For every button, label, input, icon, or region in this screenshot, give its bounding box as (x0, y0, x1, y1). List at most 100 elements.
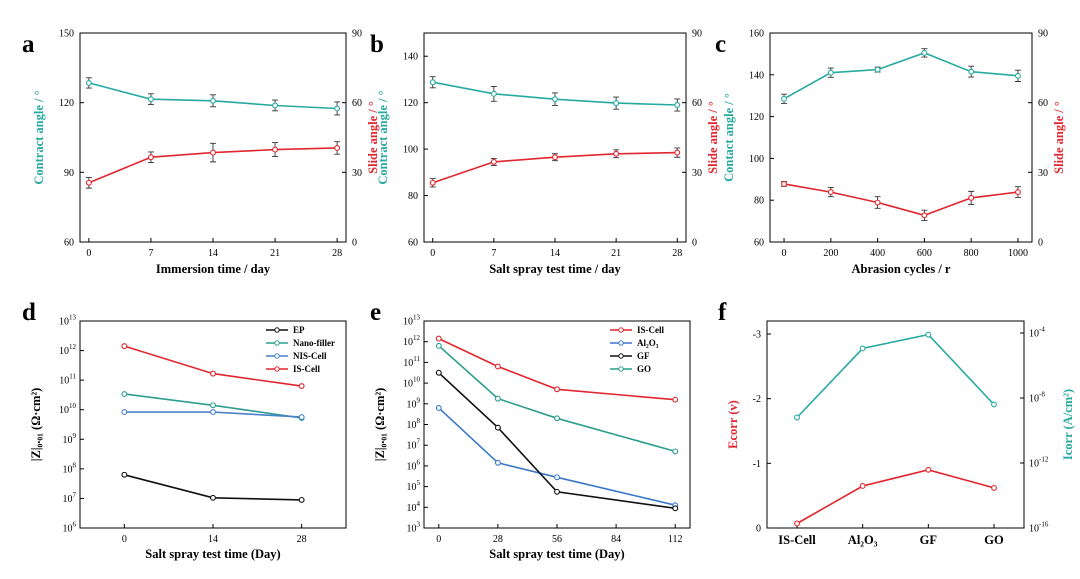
y-tick-label-b: 60 (408, 238, 418, 249)
series-d-1-point (210, 402, 216, 409)
series-e-0-point (494, 363, 501, 370)
series-c-1-line (783, 183, 1019, 217)
series-d-0-point (298, 496, 305, 503)
series-a-0-point (210, 97, 216, 104)
x-tick-label-e: 56 (552, 534, 562, 545)
series-f-1-point (794, 414, 800, 421)
y-tick-label-d: 1013 (59, 314, 77, 328)
series-f-1-point (925, 331, 932, 338)
x-tick-label-b: 7 (491, 248, 496, 259)
series-d-0-point (210, 494, 216, 501)
y-tick-label-e: 107 (407, 438, 421, 452)
y2-tick-label-a: 30 (352, 168, 362, 179)
series-e-1-point (554, 474, 560, 481)
y-tick-label-d: 108 (63, 461, 77, 475)
y2-axis-label-b: Slide angle / ° (706, 101, 720, 174)
legend-marker (274, 353, 280, 359)
y-axis-label-b: Contract angle / ° (376, 90, 390, 184)
y2-tick-label-b: 90 (692, 29, 702, 40)
x-tick-label-e: 112 (668, 534, 683, 545)
y2-tick-label-b: 60 (692, 98, 702, 109)
panel-f-frame (766, 320, 1025, 529)
series-d-3-point (210, 370, 216, 377)
series-d-2-point (298, 414, 305, 421)
series-c-0-point (921, 49, 928, 56)
x-tick-label-b: 14 (550, 248, 560, 259)
legend-marker (618, 353, 624, 359)
y-tick-label-e: 105 (407, 479, 421, 493)
series-a-0-point (85, 79, 92, 86)
y-tick-label-c: 120 (749, 112, 764, 123)
y-tick-label-d: 1011 (59, 373, 76, 387)
series-c-1-point (827, 189, 834, 196)
series-d-1-point (121, 391, 128, 397)
x-axis-label-a: Immersion time / day (156, 262, 271, 276)
x-tick-label-b: 0 (430, 248, 435, 259)
y-axis-label-c: Contact angle / ° (722, 93, 736, 182)
y-tick-label-e: 1013 (403, 314, 421, 328)
y-tick-label-b: 140 (403, 52, 418, 63)
x-tick-label-e: 0 (436, 534, 441, 545)
x-tick-label-a: 0 (86, 248, 91, 259)
legend-marker (274, 327, 280, 333)
legend-marker (618, 366, 624, 372)
panel-label-f: f (718, 299, 727, 326)
x-axis-label-d: Salt spray test time (Day) (145, 547, 280, 561)
y2-tick-label-b: 0 (692, 238, 697, 249)
series-c-1-point (874, 199, 881, 206)
x-tick-label-d: 0 (122, 534, 127, 545)
series-e-1-point (435, 404, 442, 411)
x-tick-label-a: 28 (332, 248, 342, 259)
series-c-0-point (968, 68, 975, 75)
y-tick-label-d: 1012 (59, 343, 77, 357)
x-tick-label-c: 1000 (1008, 248, 1028, 259)
legend-label-d: Nano-filler (293, 338, 335, 348)
series-a-1-point (210, 149, 216, 156)
series-e-3-point (554, 415, 560, 422)
y-tick-label-e: 104 (407, 500, 421, 514)
y-tick-label-f: -1 (753, 459, 761, 470)
series-e-0-point (435, 335, 442, 342)
x-tick-label-b: 28 (672, 248, 682, 259)
series-d-0-point (121, 471, 128, 478)
y-tick-label-d: 106 (63, 521, 77, 535)
y2-tick-label-f: 10-16 (1029, 521, 1049, 535)
series-d-2-point (121, 409, 128, 416)
series-f-1-point (859, 345, 866, 352)
series-c-1-point (921, 212, 928, 219)
panel-label-b: b (370, 31, 384, 58)
series-b-1-point (674, 149, 681, 156)
series-c-0-point (1015, 72, 1021, 79)
y-tick-label-e: 109 (407, 396, 421, 410)
y-tick-label-a: 90 (64, 168, 74, 179)
series-a-1-point (334, 145, 341, 151)
x-tick-label-a: 21 (270, 248, 280, 259)
y-tick-label-e: 103 (407, 521, 421, 535)
series-d-3-point (298, 383, 305, 390)
series-c-0-line (783, 52, 1019, 100)
series-b-0-point (674, 102, 681, 108)
series-c-1-point (781, 180, 787, 187)
x-tick-label-d: 14 (208, 534, 218, 545)
panel-label-e: e (370, 299, 381, 326)
y2-tick-label-a: 0 (352, 238, 357, 249)
y-tick-label-c: 140 (749, 70, 764, 81)
y2-tick-label-a: 90 (352, 29, 362, 40)
series-b-0-point (613, 100, 620, 107)
series-f-0-point (991, 484, 997, 491)
x-tick-label-c: 600 (917, 248, 932, 259)
y-tick-label-b: 120 (403, 98, 418, 109)
x-tick-label-b: 21 (611, 248, 621, 259)
x-tick-label-a: 7 (148, 248, 153, 259)
panel-label-c: c (715, 31, 726, 58)
y-axis-label-a: Contract angle / ° (32, 90, 46, 184)
series-e-0-point (672, 396, 679, 403)
y2-axis-label-f: Icorr (A/cm²) (1061, 389, 1075, 460)
series-e-2-point (672, 505, 679, 512)
legend-label-e: GF (637, 351, 650, 361)
legend-label-d: EP (293, 325, 305, 335)
series-e-1-line (438, 407, 676, 506)
series-c-0-point (781, 95, 787, 102)
panel-b-frame (423, 32, 687, 243)
